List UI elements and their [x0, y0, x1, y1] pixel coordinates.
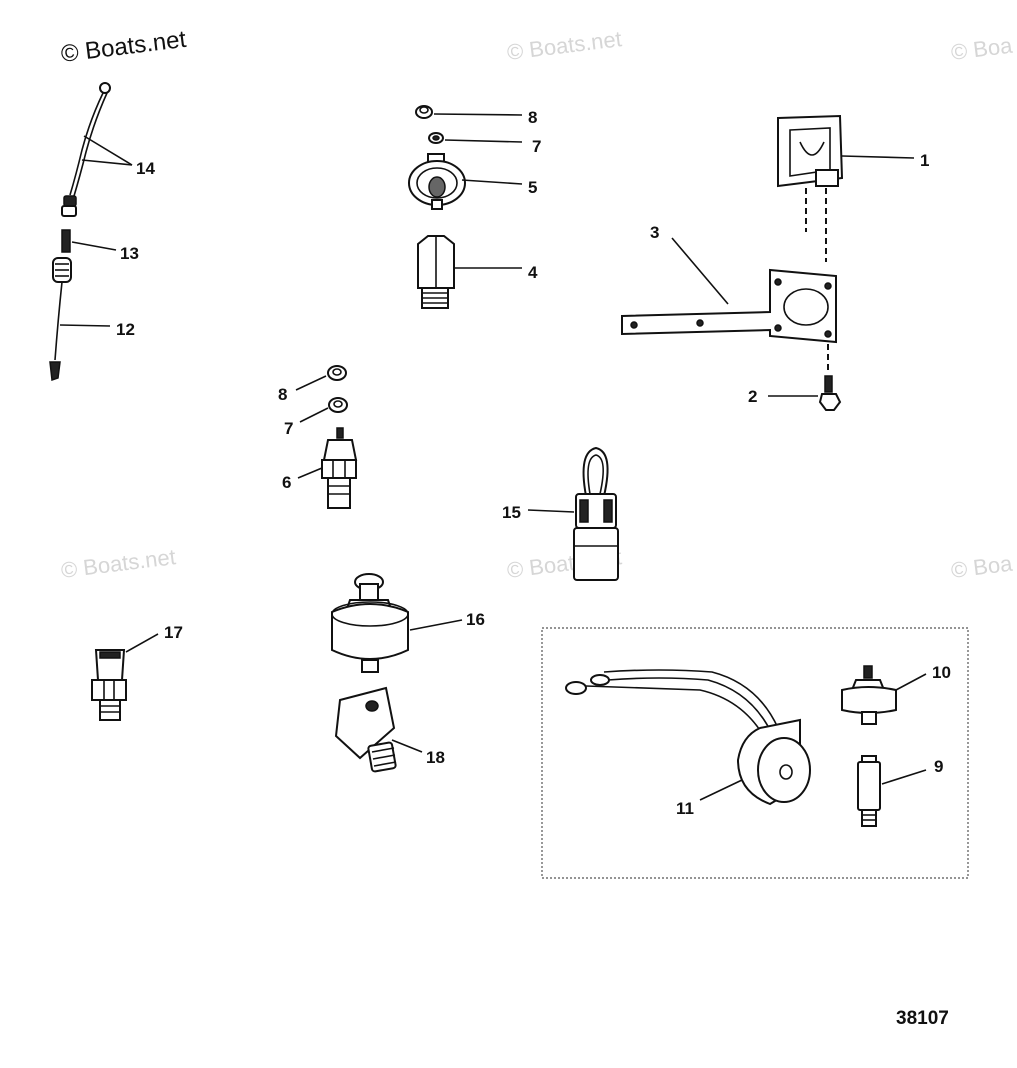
callout-label-6: 6 [282, 473, 291, 492]
watermark-top-center: © Boats.net [506, 26, 623, 65]
callout-2: 2 [748, 387, 818, 406]
callout-label-17: 17 [164, 623, 183, 642]
callout-8-top: 8 [433, 108, 537, 127]
boot-1 [777, 114, 844, 188]
callout-18: 18 [391, 739, 445, 767]
callout-label-16: 16 [466, 610, 485, 629]
switch-6 [321, 427, 358, 509]
nut-8-top [415, 105, 433, 119]
callout-label-8-middle: 8 [278, 385, 287, 404]
callout-17: 17 [125, 623, 183, 653]
callout-10: 10 [895, 663, 951, 691]
callout-label-14: 14 [136, 159, 155, 178]
callout-16: 16 [409, 610, 485, 631]
callout-6: 6 [282, 467, 323, 492]
callout-11: 11 [676, 779, 743, 818]
screw-2 [818, 375, 842, 411]
callout-label-9: 9 [934, 757, 943, 776]
callout-8-middle: 8 [278, 375, 327, 404]
adapter-4 [417, 235, 455, 309]
callout-label-7-top: 7 [532, 137, 541, 156]
callout-label-15: 15 [502, 503, 521, 522]
callout-label-3: 3 [650, 223, 659, 242]
callout-7-top: 7 [444, 137, 541, 156]
callout-9: 9 [881, 757, 943, 785]
callout-5: 5 [461, 178, 537, 197]
watermark-mid-right: © Boa [950, 551, 1015, 583]
callout-1: 1 [841, 151, 929, 170]
watermark-top-right: © Boa [950, 33, 1015, 65]
callout-12: 12 [59, 320, 135, 339]
knock-sensor-16 [331, 573, 409, 673]
inset-box [541, 627, 969, 879]
callout-label-2: 2 [748, 387, 757, 406]
callout-14: 14 [81, 135, 155, 178]
standoff-9 [857, 755, 881, 827]
callout-label-8-top: 8 [528, 108, 537, 127]
coil-11 [565, 669, 811, 806]
watermark-mid-left: © Boats.net [60, 544, 177, 583]
connector-15 [573, 446, 619, 581]
reference-number: 38107 [896, 1008, 949, 1029]
callout-label-5: 5 [528, 178, 537, 197]
callout-15: 15 [502, 503, 575, 522]
callout-label-11: 11 [676, 799, 694, 818]
callout-label-1: 1 [920, 151, 929, 170]
callout-label-4: 4 [528, 263, 538, 282]
fitting-18 [334, 686, 397, 773]
bracket-3 [621, 268, 837, 344]
washer-7-middle [328, 397, 348, 413]
callout-label-7-middle: 7 [284, 419, 293, 438]
callout-13: 13 [71, 241, 139, 263]
sender-10 [841, 665, 897, 725]
nut-8-middle [327, 365, 347, 381]
callout-7-middle: 7 [284, 407, 329, 438]
wire-lead-assembly [49, 82, 111, 382]
callout-label-10: 10 [932, 663, 951, 682]
sensor-17 [91, 649, 127, 721]
callout-label-18: 18 [426, 748, 445, 767]
callout-4: 4 [454, 263, 538, 282]
callout-label-13: 13 [120, 244, 139, 263]
washer-7-top [428, 132, 444, 144]
callout-3: 3 [650, 223, 729, 305]
sender-5 [408, 153, 466, 210]
callout-label-12: 12 [116, 320, 135, 339]
watermark-main: © Boats.net [59, 26, 187, 68]
